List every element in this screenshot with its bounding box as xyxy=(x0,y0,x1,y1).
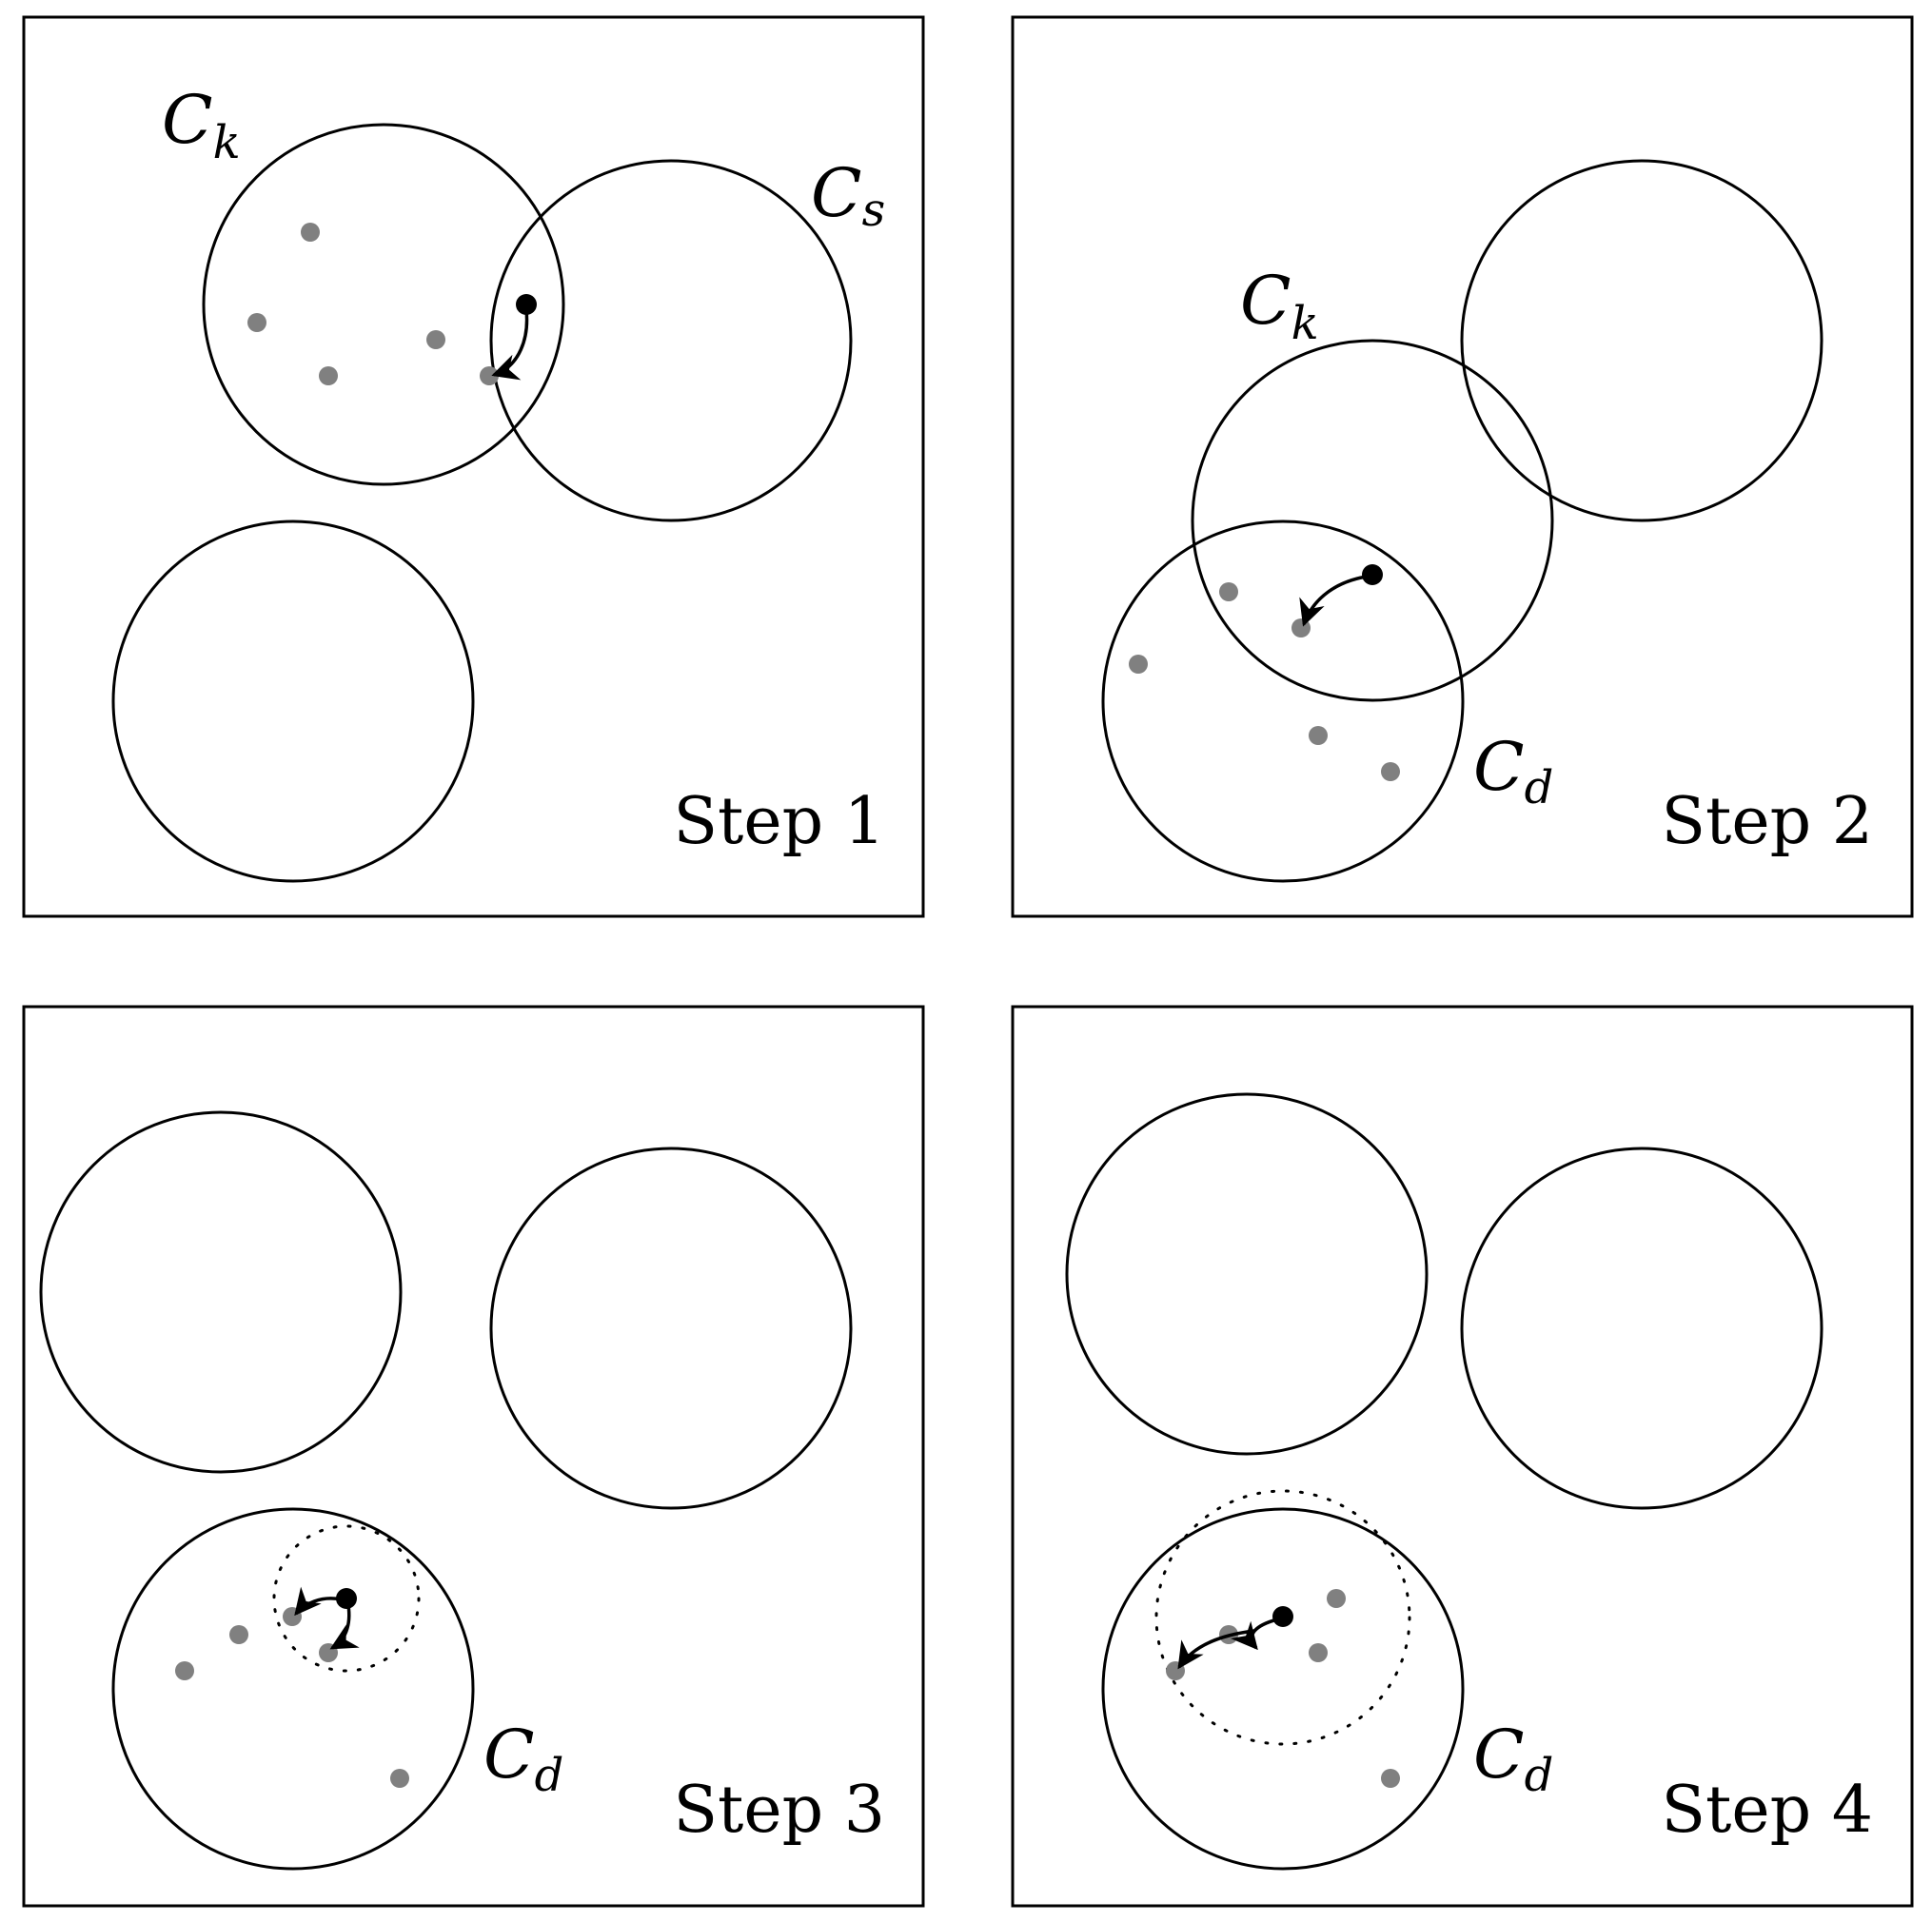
move-arrow xyxy=(1299,575,1368,627)
move-arrow xyxy=(329,1604,360,1650)
sample-point xyxy=(1327,1589,1346,1608)
label-main: C xyxy=(1473,1716,1525,1794)
sample-point xyxy=(426,330,445,349)
label-cd: Cd xyxy=(483,1716,563,1802)
center-point xyxy=(336,1588,357,1609)
search-radius xyxy=(1154,1489,1411,1746)
sample-point xyxy=(1291,618,1311,637)
move-arrow xyxy=(1230,1618,1278,1651)
panel-frame xyxy=(22,15,925,918)
panel-step-1: Ck Cs Step 1 xyxy=(22,15,925,918)
sample-point xyxy=(247,313,266,332)
panel-frame xyxy=(22,1005,925,1908)
label-subscript: k xyxy=(1291,297,1319,350)
sample-point xyxy=(1129,655,1148,674)
panel-frame xyxy=(1011,1005,1914,1908)
cluster-circle-cs xyxy=(489,159,853,522)
sample-point xyxy=(175,1661,194,1680)
cluster-circle xyxy=(489,1147,853,1510)
sample-point xyxy=(1219,582,1238,601)
move-arrow xyxy=(1177,1629,1255,1670)
step-label: Step 4 xyxy=(1661,1773,1873,1848)
label-main: C xyxy=(811,154,862,232)
sample-point xyxy=(1381,1769,1400,1788)
panel-step-2: Ck Cd Step 2 xyxy=(1011,15,1914,918)
cluster-circle xyxy=(1460,159,1824,522)
move-arrow xyxy=(491,309,529,381)
label-cs: Cs xyxy=(811,154,885,237)
cluster-circle xyxy=(111,520,475,883)
step-label: Step 1 xyxy=(673,784,885,859)
step-label: Step 2 xyxy=(1661,784,1873,859)
label-main: C xyxy=(162,81,213,159)
center-point xyxy=(1272,1606,1293,1627)
label-main: C xyxy=(1473,728,1525,806)
label-subscript: k xyxy=(213,116,241,169)
label-cd: Cd xyxy=(1473,1716,1553,1802)
cluster-circle xyxy=(39,1110,403,1474)
label-subscript: d xyxy=(1525,761,1554,814)
sample-point xyxy=(319,366,338,385)
cluster-circle-ck xyxy=(1191,339,1554,702)
label-main: C xyxy=(1240,262,1291,340)
step-label: Step 3 xyxy=(673,1773,885,1848)
cluster-circle-cd xyxy=(1101,1507,1465,1871)
sample-point xyxy=(390,1769,409,1788)
label-ck: Ck xyxy=(162,81,241,169)
cluster-circle-ck xyxy=(202,123,565,486)
cluster-circle xyxy=(1065,1092,1429,1456)
cluster-circle-cd xyxy=(111,1507,475,1871)
panel-step-3: Cd Step 3 xyxy=(22,1005,925,1908)
sample-point xyxy=(1381,762,1400,781)
cluster-circle-cd xyxy=(1101,520,1465,883)
move-arrow xyxy=(294,1586,342,1617)
panel-step-4: Cd Step 4 xyxy=(1011,1005,1914,1908)
sample-point xyxy=(1309,1643,1328,1662)
center-point xyxy=(516,294,537,315)
cluster-circle xyxy=(1460,1147,1824,1510)
label-cd: Cd xyxy=(1473,728,1553,814)
center-point xyxy=(1362,564,1383,585)
label-subscript: s xyxy=(862,184,886,237)
sample-point xyxy=(1309,726,1328,745)
sample-point xyxy=(229,1625,248,1644)
panel-frame xyxy=(1011,15,1914,918)
label-ck: Ck xyxy=(1240,262,1319,350)
label-subscript: d xyxy=(1525,1749,1554,1802)
label-main: C xyxy=(483,1716,535,1794)
label-subscript: d xyxy=(535,1749,564,1802)
search-radius xyxy=(272,1524,421,1673)
sample-point xyxy=(301,223,320,242)
